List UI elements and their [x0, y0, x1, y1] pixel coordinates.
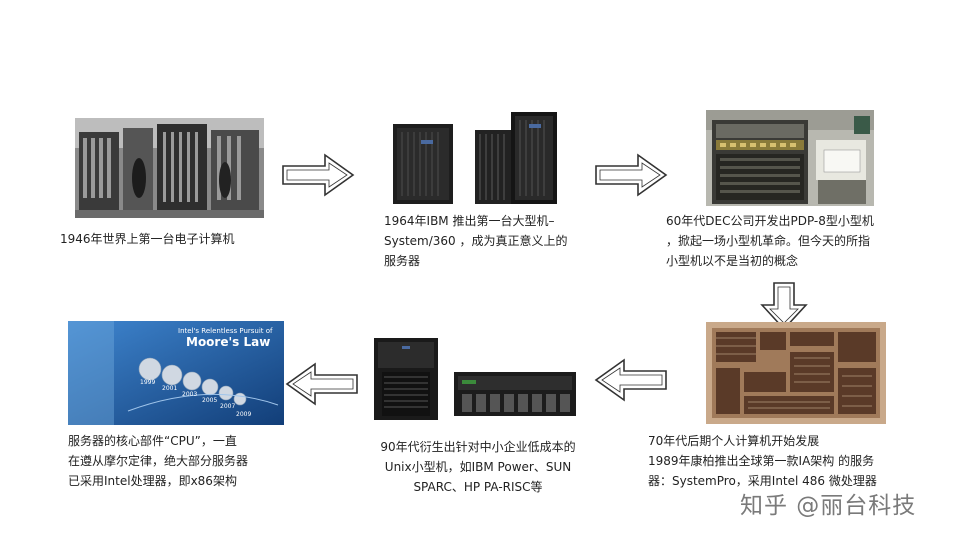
- caption-line: 小型机以不是当初的概念: [666, 254, 799, 268]
- stage-dec-caption: 60年代DEC公司开发出PDP-8型小型机 ，掀起一场小型机革命。但今天的所指 …: [666, 211, 874, 271]
- caption-line: 服务器: [384, 254, 421, 268]
- arrow-right-icon: [594, 153, 668, 197]
- caption-line: 90年代衍生出针对中小企业低成本的: [380, 440, 576, 454]
- arrow-left-icon: [285, 362, 359, 406]
- stage-cpu-caption: 服务器的核心部件“CPU”，一直 在遵从摩尔定律，绝大部分服务器 已采用Inte…: [68, 431, 248, 491]
- poster-year-label: 2001: [162, 385, 178, 392]
- watermark: 知乎 @丽台科技: [740, 493, 917, 519]
- caption-line: 服务器的核心部件“CPU”，一直: [68, 434, 237, 448]
- microprocessor-die-photo: [706, 322, 886, 424]
- unix-minicomputer-photo: [372, 336, 578, 422]
- caption-line: 1946年世界上第一台电子计算机: [60, 232, 235, 246]
- poster-year-label: 2005: [202, 397, 218, 404]
- dec-pdp8-photo: [706, 110, 874, 206]
- eniac-photo: [75, 118, 264, 218]
- moores-law-poster: Intel's Relentless Pursuit of Moore's La…: [68, 321, 284, 425]
- arrow-down-icon: [760, 281, 808, 331]
- poster-year-label: 2003: [182, 391, 198, 398]
- caption-line: 器：SystemPro，采用Intel 486 微处理器: [648, 474, 877, 488]
- poster-year-label: 1999: [140, 379, 156, 386]
- stage-pc-caption: 70年代后期个人计算机开始发展 1989年康柏推出全球第一款IA架构 的服务 器…: [648, 431, 877, 491]
- caption-line: 已采用Intel处理器，即x86架构: [68, 474, 237, 488]
- stage-ibm360-caption: 1964年IBM 推出第一台大型机– System/360 ，成为真正意义上的 …: [384, 211, 568, 271]
- poster-title-line1: Intel's Relentless Pursuit of: [178, 327, 273, 335]
- ibm-system360-photo: [389, 110, 561, 206]
- caption-line: System/360 ，成为真正意义上的: [384, 234, 568, 248]
- poster-title-line2: Moore's Law: [186, 335, 271, 349]
- stage-unix-caption: 90年代衍生出针对中小企业低成本的 Unix小型机，如IBM Power、SUN…: [358, 437, 598, 497]
- arrow-right-icon: [281, 153, 355, 197]
- poster-year-label: 2007: [220, 403, 236, 410]
- caption-line: SPARC、HP PA-RISC等: [413, 480, 543, 494]
- caption-line: 70年代后期个人计算机开始发展: [648, 434, 820, 448]
- caption-line: 1989年康柏推出全球第一款IA架构 的服务: [648, 454, 875, 468]
- caption-line: 在遵从摩尔定律，绝大部分服务器: [68, 454, 249, 468]
- caption-line: 60年代DEC公司开发出PDP-8型小型机: [666, 214, 874, 228]
- poster-year-label: 2009: [236, 411, 252, 418]
- caption-line: Unix小型机，如IBM Power、SUN: [384, 460, 572, 474]
- caption-line: ，掀起一场小型机革命。但今天的所指: [666, 234, 871, 248]
- arrow-left-icon: [594, 358, 668, 402]
- caption-line: 1964年IBM 推出第一台大型机–: [384, 214, 555, 228]
- stage-eniac-caption: 1946年世界上第一台电子计算机: [60, 229, 235, 249]
